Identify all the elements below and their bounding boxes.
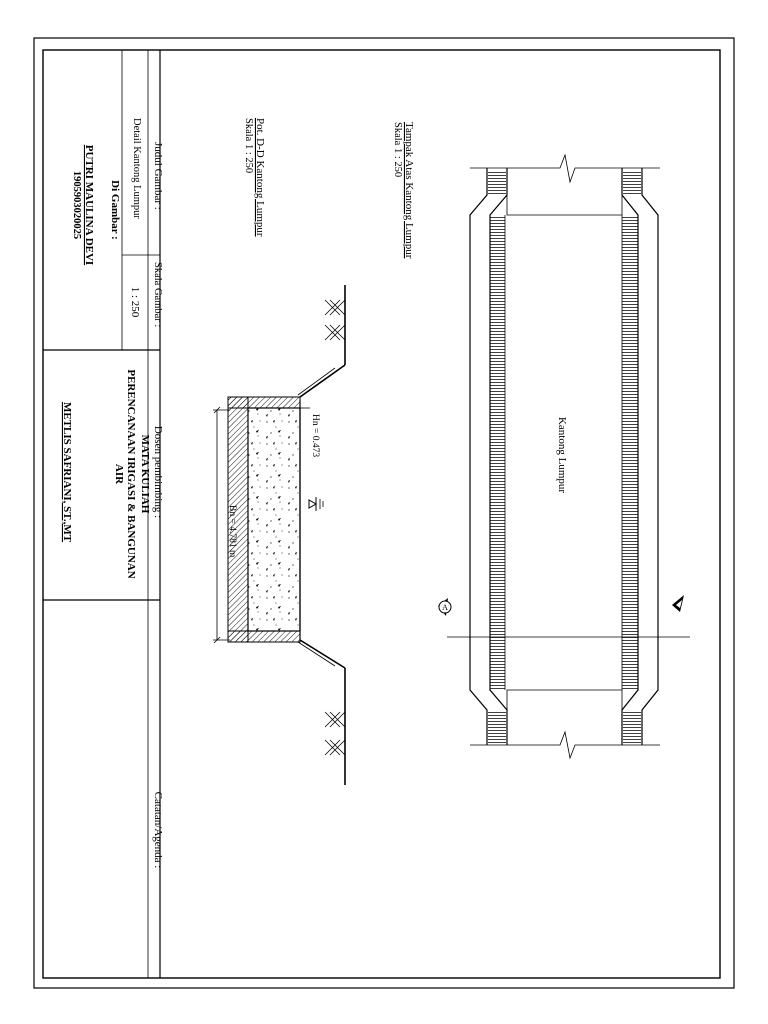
mata-kuliah-label: MATA KULIAH (139, 435, 151, 514)
drafter-nim: 1905903020025 (71, 171, 82, 239)
mata-kuliah-line1: PERENCANAAN IRIGASI & BANGUNAN (125, 369, 137, 578)
channel-cross-section (213, 285, 346, 785)
inner-border (42, 49, 721, 979)
outer-border (33, 37, 735, 989)
hn-label: Hn = 0.473 (310, 414, 320, 457)
skala-gambar-value: 1 : 250 (129, 287, 141, 318)
dosen-name: METLIS SAFRIANI, ST.,MT (61, 402, 73, 543)
water-level-icon (308, 497, 324, 511)
bn-label: Bn = 4.781 m (227, 505, 237, 558)
judul-gambar-value: Detail Kantong Lumpur (131, 118, 142, 219)
dosen-label: Dosen pembimbing : (152, 426, 164, 518)
plan-scale: Skala 1 : 250 (392, 122, 403, 177)
section-marker-left: A (438, 598, 452, 616)
mata-kuliah-line2: AIR (113, 464, 125, 485)
di-gambar-label: Di Gambar : (109, 180, 121, 240)
section-title: Pot. D-D Kantong Lumpur (254, 118, 266, 237)
concrete-fill (247, 407, 301, 632)
svg-text:A: A (442, 603, 448, 612)
title-block (43, 50, 161, 978)
plan-center-label: Kantong Lumpur (556, 417, 568, 493)
judul-gambar-label: Judul Gambar : (152, 142, 164, 210)
kantong-lumpur-plan (447, 153, 690, 760)
drafter-name: PUTRI MAULINA DEVI (83, 145, 95, 265)
plan-title: Tampak Atas Kantong Lumpur (403, 122, 415, 259)
section-marker-right (672, 595, 684, 612)
section-scale: Skala 1 : 250 (243, 118, 254, 173)
catatan-label: Catatan/Agenda : (152, 792, 164, 869)
ground-mark-icon (324, 299, 346, 756)
skala-gambar-label: Skala Gambar : (152, 262, 163, 327)
